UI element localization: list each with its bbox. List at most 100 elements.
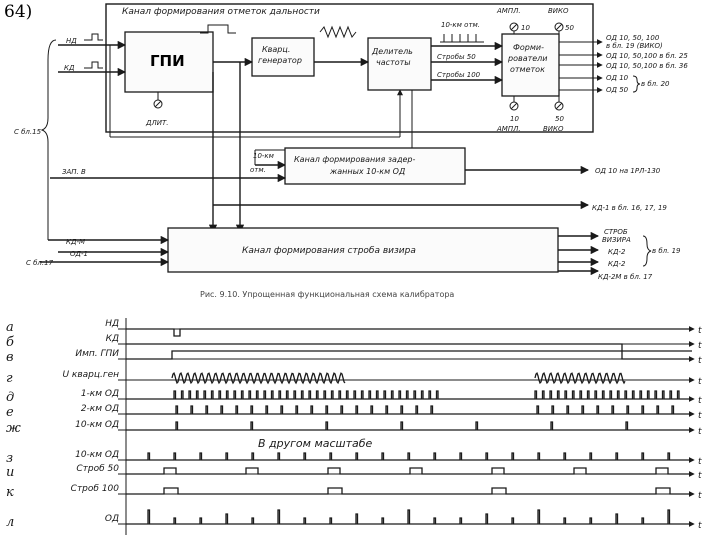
n10-top: 10 <box>521 24 530 32</box>
row-letter-5: е <box>6 405 14 420</box>
former-label-1: Форми- <box>513 43 544 52</box>
viko-top-label: ВИКО <box>548 7 569 15</box>
former-label-2: рователи <box>507 54 547 63</box>
outer-channel-title: Канал формирования отметок дальности <box>122 7 320 17</box>
n50-bottom: 50 <box>555 115 564 123</box>
dlit-label: ДЛИТ. <box>145 119 168 127</box>
row-letter-4: д <box>6 390 14 405</box>
divider-label-2: частоты <box>376 58 411 67</box>
row-t-7: t <box>698 457 702 467</box>
row-t-2: t <box>698 356 702 366</box>
row-t-4: t <box>698 396 702 406</box>
gpi-block <box>124 31 214 93</box>
output-od10-1rl130: ОД 10 на 1РЛ-130 <box>595 167 661 175</box>
ampl-top-label: АМПЛ. <box>496 7 521 15</box>
wave-gpi <box>126 350 692 360</box>
output-bl36: ОД 10, 50,100 в бл. 36 <box>606 62 688 70</box>
row-t-6: t <box>698 427 702 437</box>
n50-top: 50 <box>565 24 574 32</box>
ampl-bottom-label: АМПЛ. <box>496 125 521 133</box>
delayed-channel-label-2: жанных 10-км ОД <box>329 167 405 176</box>
row-label-8: Строб 50 <box>76 464 119 474</box>
output-bl20: в бл. 20 <box>641 80 670 88</box>
nd-input-label: НД <box>66 37 77 45</box>
row-letter-0: а <box>6 320 14 335</box>
km10-mark-label-2a: 10-км <box>253 152 275 160</box>
strobe100-label: Стробы 100 <box>437 71 481 79</box>
output-od-10-50-100: ОД 10, 50, 100 <box>606 34 660 42</box>
output-kd2-a: КД-2 <box>608 248 626 256</box>
row-label-3: U кварц.ген <box>62 370 119 380</box>
wave-10km-b <box>126 452 692 461</box>
delayed-channel-block <box>284 147 466 185</box>
row-t-8: t <box>698 471 702 481</box>
divider-label-1: Делитель <box>371 47 413 56</box>
block-diagram: Канал формирования отметок дальности ГПИ… <box>14 3 688 281</box>
quartz-generator-label-2: генератор <box>258 56 302 65</box>
output-vizira: ВИЗИРА <box>602 236 631 244</box>
output-kd1: КД-1 в бл. 16, 17, 19 <box>592 204 667 212</box>
delayed-channel-label-1: Канал формирования задер- <box>294 155 415 164</box>
output-od10: ОД 10 <box>606 74 629 82</box>
km10-mark-label-2b: отм. <box>250 166 266 174</box>
output-bl19-viko: в бл. 19 (ВИКО) <box>606 42 663 50</box>
s-bl15-label: С бл.15 <box>14 128 42 136</box>
row-t-10: t <box>698 521 702 531</box>
row-label-4: 1-км ОД <box>81 389 119 399</box>
row-letter-6: ж <box>6 421 21 436</box>
timing-diagram: а НД t б КД t в Имп. ГПИ t г U кварц.ген t д 1-км ОД t… <box>6 318 702 535</box>
wave-quartz-1 <box>171 371 346 385</box>
row-letter-2: в <box>6 350 14 365</box>
wave-od <box>126 509 692 525</box>
row-label-0: НД <box>105 319 119 329</box>
gpi-label: ГПИ <box>150 52 185 70</box>
wave-2km <box>126 405 692 415</box>
row-letter-3: г <box>6 371 13 386</box>
divider-block <box>367 37 432 91</box>
output-od50: ОД 50 <box>606 86 629 94</box>
row-letter-8: и <box>6 465 14 480</box>
row-label-2: Имп. ГПИ <box>75 349 119 359</box>
row-label-5: 2-км ОД <box>81 404 119 414</box>
row-t-5: t <box>698 411 702 421</box>
s-bl17-label: С бл.17 <box>26 259 54 267</box>
row-letter-1: б <box>6 335 14 350</box>
row-label-10: ОД <box>105 514 119 524</box>
wave-strob50 <box>126 467 692 475</box>
strobe-channel-label: Канал формирования строба визира <box>242 246 416 256</box>
row-label-9: Строб 100 <box>71 484 120 494</box>
row-label-1: КД <box>106 334 119 344</box>
row-t-3: t <box>698 377 702 387</box>
outer-channel-frame <box>105 3 594 133</box>
output-kd2-b: КД-2 <box>608 260 626 268</box>
wave-kd <box>126 343 692 352</box>
wave-10km <box>126 421 692 431</box>
figure-label: 64) <box>4 2 32 22</box>
row-letter-9: к <box>6 485 14 500</box>
wave-nd <box>126 328 692 337</box>
quartz-generator-block <box>251 37 315 77</box>
former-label-3: отметок <box>510 65 545 74</box>
row-label-7: 10-км ОД <box>75 450 119 460</box>
output-bl25: ОД 10, 50,100 в бл. 25 <box>606 52 688 60</box>
wave-quartz-2 <box>534 371 626 385</box>
km10-mark-label: 10-км отм. <box>441 21 480 29</box>
row-letter-10: л <box>6 515 14 530</box>
figure-caption: Рис. 9.10. Упрощенная функциональная схе… <box>200 290 454 299</box>
strobe50-label: Стробы 50 <box>437 53 476 61</box>
viko-bottom-label: ВИКО <box>543 125 564 133</box>
row-t-1: t <box>698 341 702 351</box>
output-kd2m: КД-2М в бл. 17 <box>598 273 653 281</box>
row-t-9: t <box>698 491 702 501</box>
scale-note: В другом масштабе <box>258 437 373 450</box>
row-label-6: 10-км ОД <box>75 420 119 430</box>
output-strob: СТРОБ <box>604 228 628 236</box>
output-bl19: в бл. 19 <box>652 247 681 255</box>
strobe-channel-block <box>167 227 559 273</box>
kd-m-label: КД-М <box>66 238 85 246</box>
wave-strob100 <box>126 487 692 495</box>
od1-label: ОД-1 <box>70 250 88 258</box>
zap-v-label: ЗАП. В <box>62 168 86 176</box>
quartz-generator-label-1: Кварц. <box>262 45 290 54</box>
